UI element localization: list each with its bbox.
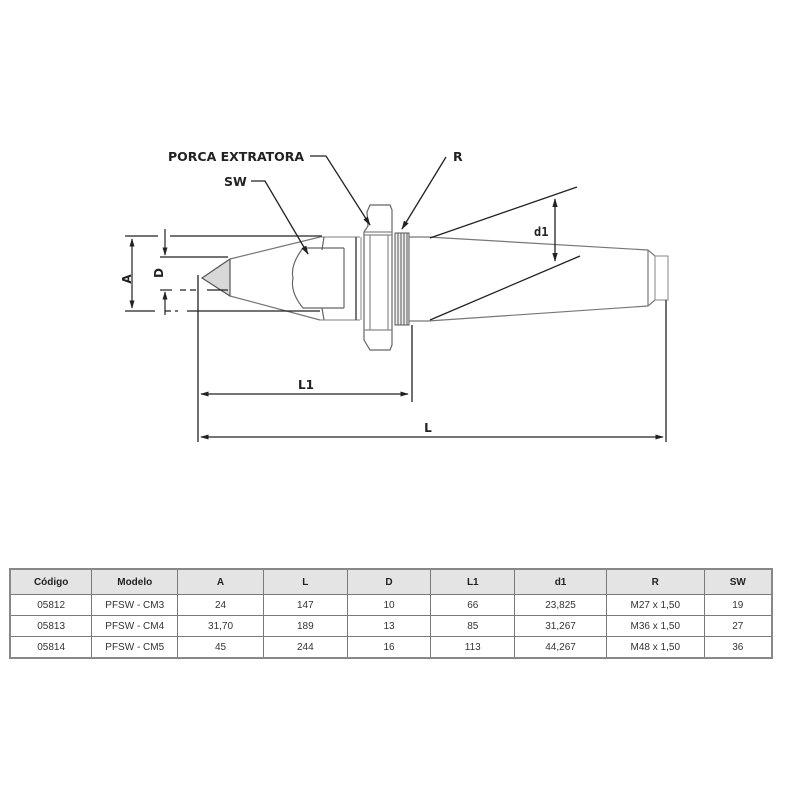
porca-extratora-leader [310, 155, 371, 226]
cell-d1: 23,825 [514, 594, 607, 616]
cell-l1: 85 [430, 615, 516, 637]
cell-sw: 27 [703, 615, 773, 637]
cell-a: 24 [177, 594, 264, 616]
live-center-body [200, 236, 362, 321]
cell-d1: 31,267 [514, 615, 607, 637]
r-leader [401, 156, 447, 230]
porca-extratora-label: PORCA EXTRATORA [168, 149, 304, 164]
extension-lines [197, 275, 667, 442]
specifications-table: Código Modelo A L D L1 d1 R SW 05812 PFS… [9, 568, 773, 659]
header-modelo: Modelo [91, 568, 179, 595]
cell-modelo: PFSW - CM3 [91, 594, 179, 616]
sw-leader [251, 180, 309, 255]
a-label: A [120, 274, 134, 284]
thread-r [394, 232, 410, 326]
header-a: A [177, 568, 264, 595]
cell-codigo: 05814 [9, 636, 93, 659]
cell-d: 10 [346, 594, 432, 616]
morse-taper-shank [409, 236, 669, 322]
header-l: L [262, 568, 348, 595]
cell-codigo: 05812 [9, 594, 93, 616]
cell-l: 147 [262, 594, 348, 616]
cell-l: 189 [262, 615, 348, 637]
sw-label: SW [224, 174, 247, 189]
cell-a: 45 [177, 636, 264, 659]
cell-modelo: PFSW - CM4 [91, 615, 179, 637]
d1-dimension [429, 186, 581, 321]
cell-l1: 66 [430, 594, 516, 616]
cell-r: M48 x 1,50 [605, 636, 705, 659]
d-dimension [160, 229, 228, 315]
cell-codigo: 05813 [9, 615, 93, 637]
l-label: L [424, 421, 432, 435]
cell-modelo: PFSW - CM5 [91, 636, 179, 659]
cell-d: 13 [346, 615, 432, 637]
header-l1: L1 [430, 568, 516, 595]
cell-a: 31,70 [177, 615, 264, 637]
table-row: 05814 PFSW - CM5 45 244 16 113 44,267 M4… [9, 636, 773, 659]
cell-d1: 44,267 [514, 636, 607, 659]
cell-sw: 36 [703, 636, 773, 659]
header-d: D [346, 568, 432, 595]
cell-l: 244 [262, 636, 348, 659]
table-row: 05813 PFSW - CM4 31,70 189 13 85 31,267 … [9, 615, 773, 637]
d-label: D [152, 268, 166, 278]
r-label: R [453, 149, 463, 164]
cell-r: M36 x 1,50 [605, 615, 705, 637]
header-codigo: Código [9, 568, 93, 595]
technical-drawing: d1 A D L1 L PORCA EXTRATORA SW R [120, 149, 669, 442]
table-row: 05812 PFSW - CM3 24 147 10 66 23,825 M27… [9, 594, 773, 616]
cell-sw: 19 [703, 594, 773, 616]
table-header-row: Código Modelo A L D L1 d1 R SW [9, 568, 773, 595]
header-r: R [605, 568, 705, 595]
header-d1: d1 [514, 568, 607, 595]
cell-l1: 113 [430, 636, 516, 659]
cell-d: 16 [346, 636, 432, 659]
extractor-nut [363, 204, 393, 351]
d1-label: d1 [534, 225, 548, 239]
l1-label: L1 [298, 378, 314, 392]
header-sw: SW [703, 568, 773, 595]
cell-r: M27 x 1,50 [605, 594, 705, 616]
